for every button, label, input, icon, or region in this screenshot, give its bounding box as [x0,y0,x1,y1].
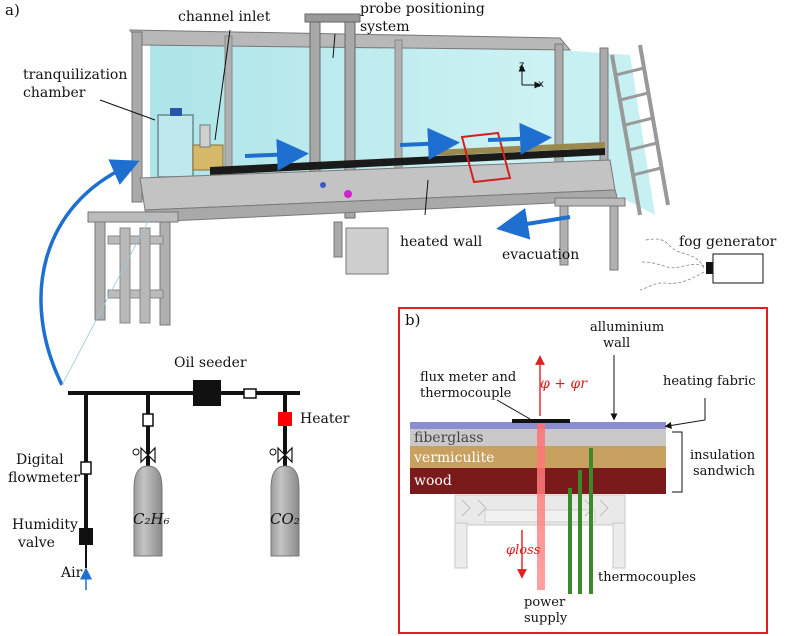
digital-flowmeter [80,461,92,475]
heater [278,412,292,426]
valve-ethane [132,446,156,464]
label-flux-2: thermocouple [420,386,512,401]
label-wood: wood [414,473,452,489]
label-power-2: supply [524,611,568,626]
label-phi-loss: φloss [506,543,541,558]
label-humidity-2: valve [18,535,55,551]
label-cylinder-ethane: C₂H₆ [133,510,170,528]
flux-meter [512,419,570,423]
label-humidity-1: Humidity [12,517,78,533]
label-heated-wall: heated wall [400,234,483,250]
label-cylinder-co2: CO₂ [270,510,300,528]
label-fiberglass: fiberglass [414,430,484,446]
oil-seeder [193,380,221,406]
humidity-valve [79,528,93,545]
left-stand [87,211,179,326]
supply-curve-arrow [39,159,140,386]
flow-arrow-1 [244,138,309,171]
label-vermiculite: vermiculite [414,450,495,466]
cylinder-co2 [270,465,300,557]
fog-generator [639,238,764,291]
axis-x-label: x [538,79,544,90]
right-stand [554,197,626,271]
panel-b-tag: b) [405,311,421,329]
label-heater: Heater [300,411,350,427]
label-thermocouples: thermocouples [598,570,696,585]
label-insulation-1: insulation [690,448,756,463]
label-digital-2: flowmeter [8,470,80,486]
axis-z-label: z [519,60,525,71]
label-insulation-2: sandwich [693,464,756,479]
label-aluminium-1: alluminium [590,320,665,335]
label-heating-fabric: heating fabric [663,374,756,389]
label-oil-seeder: Oil seeder [174,355,247,371]
label-channel-inlet: channel inlet [178,9,271,25]
flow-arrow-2 [399,127,460,160]
label-probe-positioning-2: system [360,19,410,35]
laser-sheet-frame [460,131,512,184]
gas-supply-system [68,380,300,590]
valve-co2 [269,446,293,464]
label-probe-positioning-1: probe positioning [360,1,485,17]
thermocouple-3 [589,448,593,594]
flow-arrow-3 [487,122,552,155]
label-aluminium-2: wall [603,336,631,351]
label-fog-generator: fog generator [679,234,777,250]
panel-b [398,307,768,634]
power-supply-beam [537,424,545,590]
probe-box [345,227,389,275]
label-flux-1: flux meter and [420,370,517,385]
ladder [610,44,670,216]
thermocouple-1 [568,488,572,594]
label-tranquilization-1: tranquilization [23,67,128,83]
wind-tunnel-rig [39,13,670,386]
evacuation-arrow [496,208,571,240]
cylinder-ethane [133,465,163,557]
thermocouple-2 [578,470,582,594]
label-tranquilization-2: chamber [23,85,86,101]
label-power-1: power [524,595,566,610]
panel-a-tag: a) [5,1,20,19]
label-digital-1: Digital [16,452,64,468]
channel-inlet-block [192,144,224,171]
tranquilization-chamber [157,108,194,178]
label-phi-total: φ + φr [540,376,587,392]
label-air: Air [61,565,83,581]
label-evacuation: evacuation [502,247,580,263]
